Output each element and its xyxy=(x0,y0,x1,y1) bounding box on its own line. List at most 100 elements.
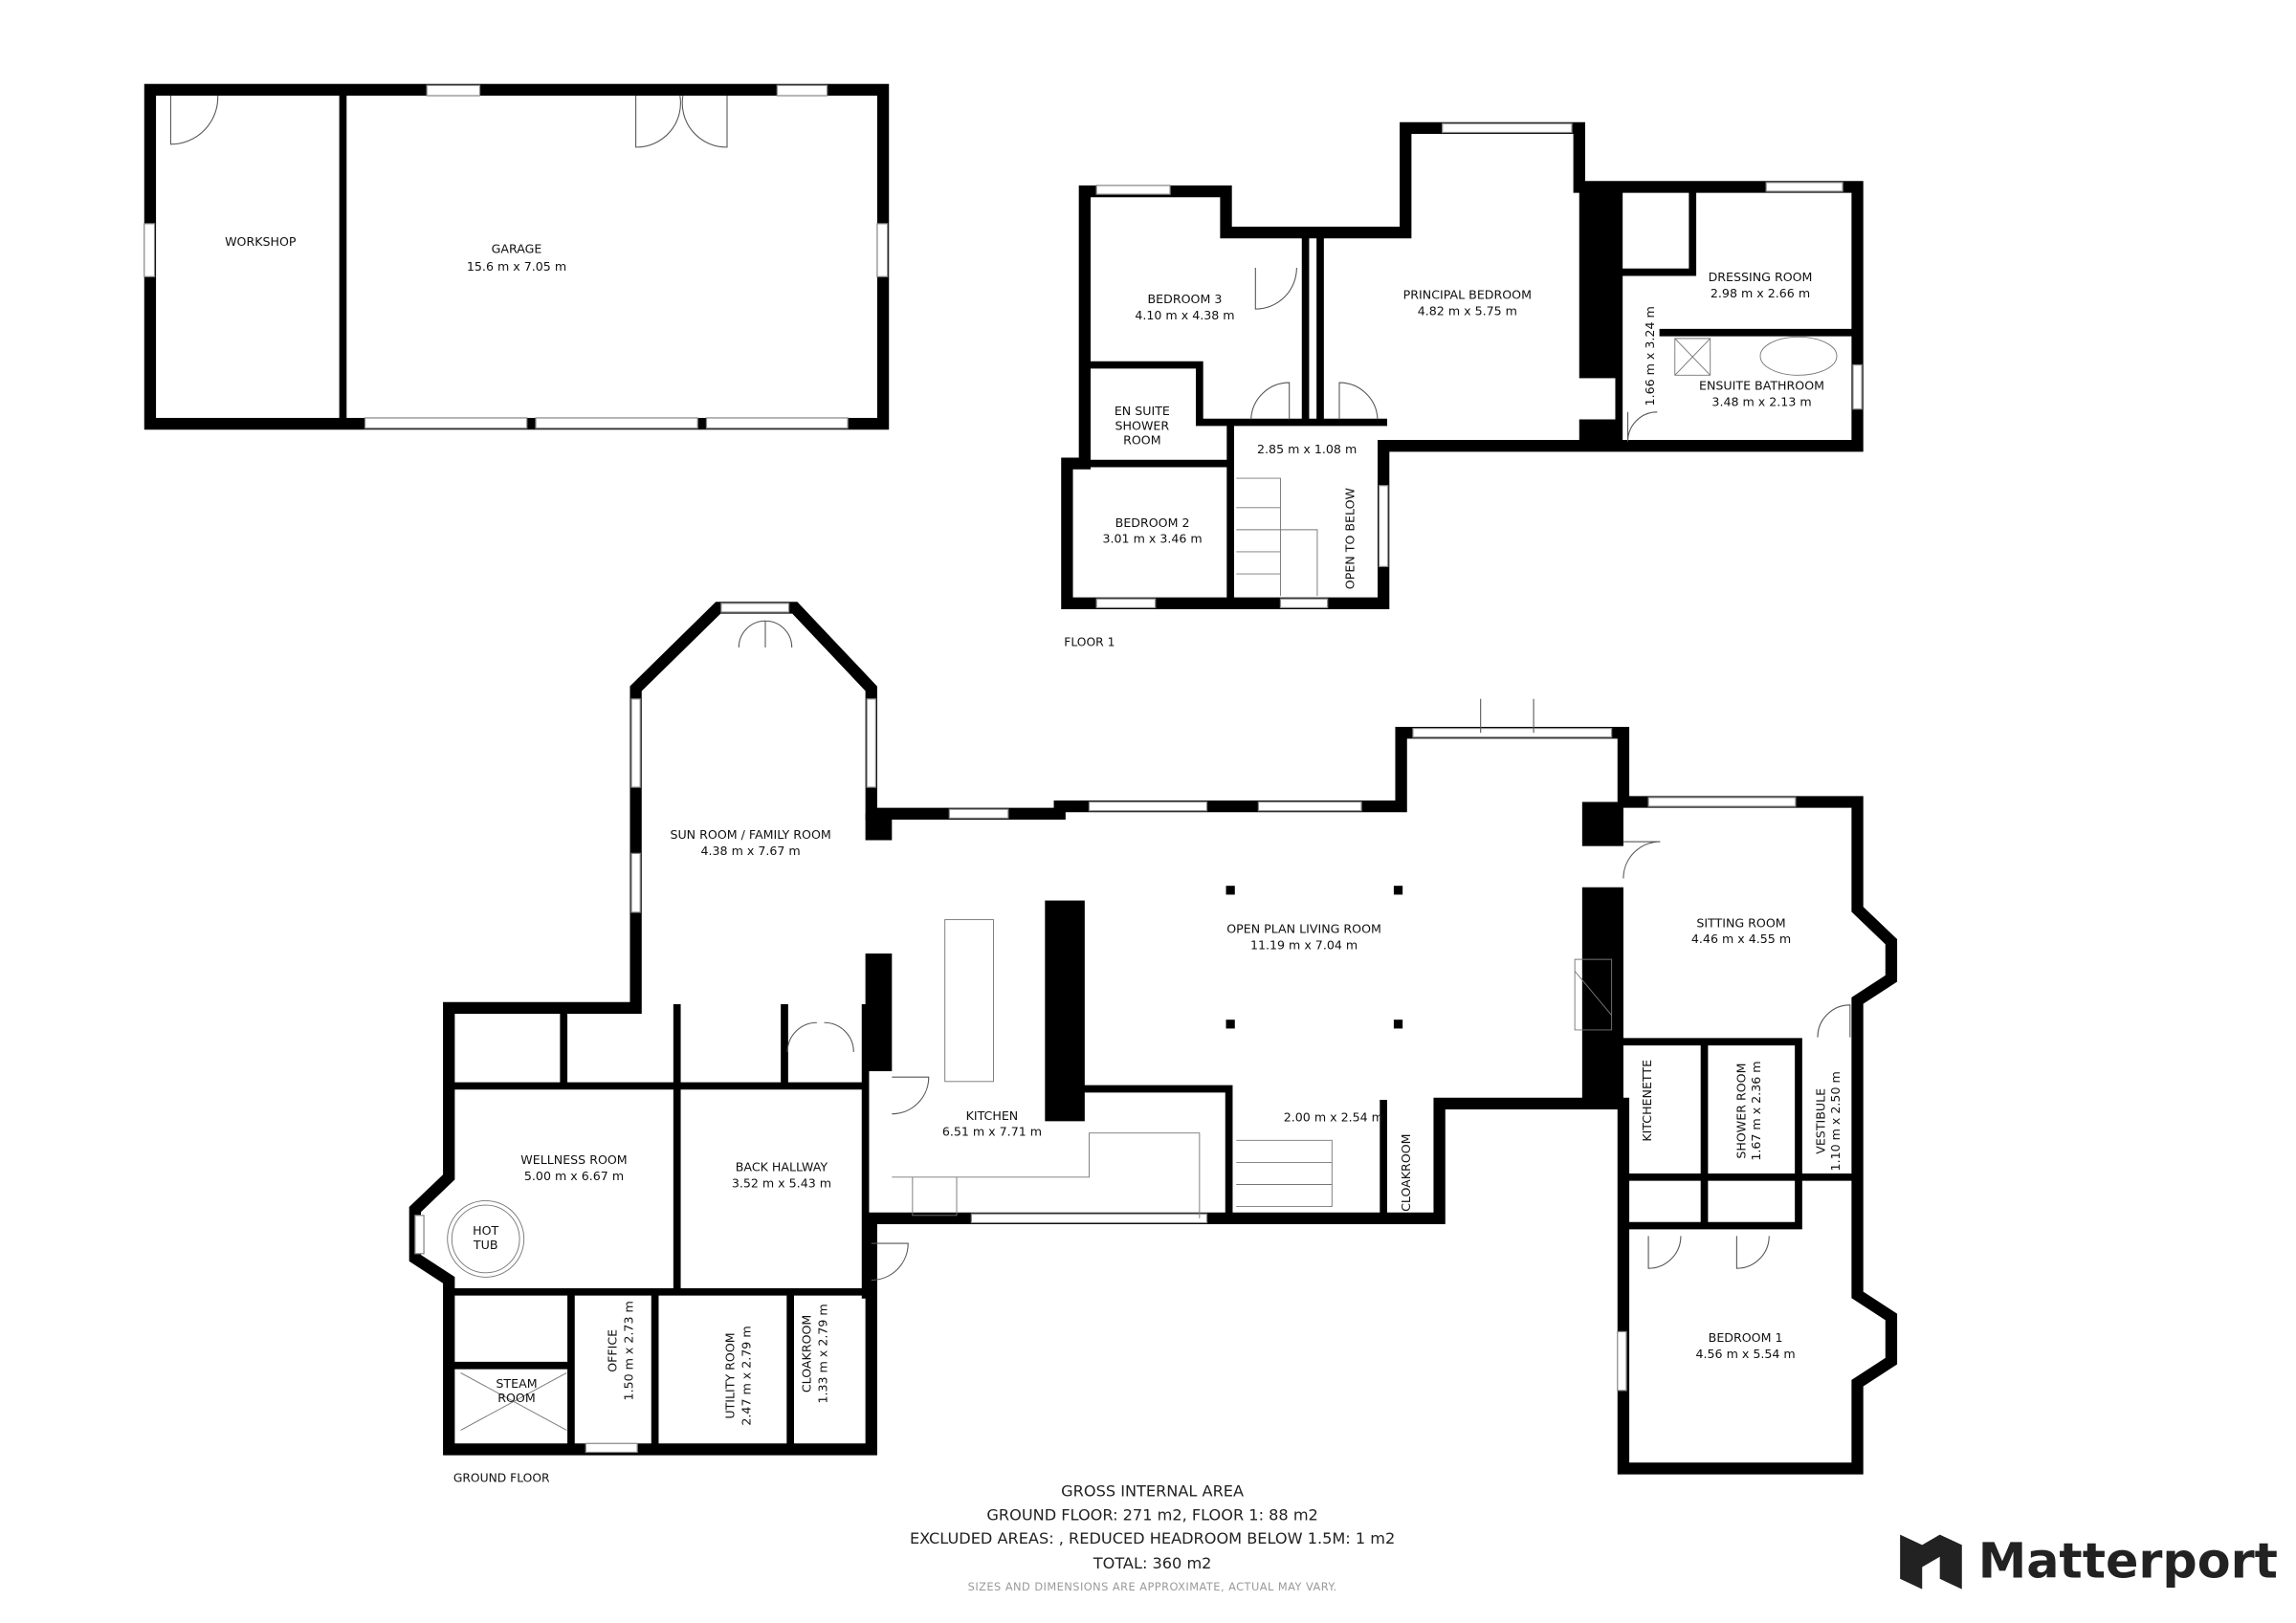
summary-floors: GROUND FLOOR: 271 m2, FLOOR 1: 88 m2 xyxy=(986,1505,1317,1524)
hot-tub-label-2: TUB xyxy=(473,1238,498,1252)
window xyxy=(970,1213,1208,1224)
wellness-room-label: WELLNESS ROOM xyxy=(520,1152,627,1167)
window xyxy=(1647,797,1797,807)
bedroom1-label: BEDROOM 1 xyxy=(1709,1330,1783,1345)
fireplace xyxy=(1574,958,1613,1031)
bedroom2-size: 3.01 m x 3.46 m xyxy=(1103,532,1203,546)
window xyxy=(876,223,889,277)
door xyxy=(1338,382,1379,420)
utility-room-label: UTILITY ROOM xyxy=(723,1332,738,1418)
door xyxy=(169,96,219,145)
window xyxy=(1088,801,1208,812)
workshop-label: WORKSHOP xyxy=(225,234,297,249)
floor1-outer-walls xyxy=(1061,121,1864,609)
landing-size: 2.85 m x 1.08 m xyxy=(1257,442,1357,456)
kitchen-island xyxy=(944,919,994,1083)
shower-room-size: 1.67 m x 2.36 m xyxy=(1749,1061,1763,1160)
steam-room-label-2: ROOM xyxy=(497,1391,536,1405)
ground-floor-label: GROUND FLOOR xyxy=(453,1471,550,1484)
pillar xyxy=(865,813,893,841)
summary-title: GROSS INTERNAL AREA xyxy=(1061,1482,1244,1501)
back-hallway-size: 3.52 m x 5.43 m xyxy=(732,1176,831,1191)
outbuilding: WORKSHOP GARAGE 15.6 m x 7.05 m xyxy=(144,83,890,430)
wellness-room-size: 5.00 m x 6.67 m xyxy=(524,1169,624,1183)
back-hallway-label: BACK HALLWAY xyxy=(736,1160,828,1174)
window xyxy=(1765,182,1843,192)
window xyxy=(426,84,481,97)
back-cloakroom-size: 1.33 m x 2.79 m xyxy=(816,1304,830,1403)
door xyxy=(892,1076,930,1115)
bedroom3-label: BEDROOM 3 xyxy=(1148,292,1223,306)
matterport-wordmark: Matterport xyxy=(1978,1532,2278,1589)
sunroom-size: 4.38 m x 7.67 m xyxy=(701,844,801,858)
window xyxy=(630,852,641,913)
principal-bedroom-size: 4.82 m x 5.75 m xyxy=(1418,303,1517,318)
window xyxy=(144,223,156,277)
chimney xyxy=(1581,801,1623,846)
kitchen-size: 6.51 m x 7.71 m xyxy=(942,1125,1042,1139)
window xyxy=(1617,1330,1627,1392)
living-room-size: 11.19 m x 7.04 m xyxy=(1250,937,1358,952)
window xyxy=(630,698,641,788)
french-doors xyxy=(1480,698,1534,734)
cloakroom-label: CLOAKROOM xyxy=(1399,1133,1413,1211)
hall-size: 2.00 m x 2.54 m xyxy=(1284,1109,1383,1124)
door xyxy=(1623,841,1661,879)
pillar xyxy=(865,953,893,1072)
ground-internal-walls xyxy=(445,1004,1862,1454)
window xyxy=(776,84,828,97)
door xyxy=(1254,268,1297,310)
vestibule-size: 1.10 m x 2.50 m xyxy=(1828,1071,1843,1171)
window xyxy=(866,698,877,788)
floor1-internal-walls xyxy=(1063,183,1862,607)
french-doors xyxy=(720,603,790,613)
summary-total: TOTAL: 360 m2 xyxy=(1093,1554,1212,1572)
matterport-logo-icon xyxy=(1900,1534,1962,1590)
open-to-below-label: OPEN TO BELOW xyxy=(1342,488,1357,590)
door xyxy=(871,1242,909,1282)
ensuite-shower-label-2: SHOWER xyxy=(1115,418,1170,432)
floor-1: BEDROOM 3 4.10 m x 4.38 m PRINCIPAL BEDR… xyxy=(1061,121,1864,648)
chimney xyxy=(1581,887,1623,1104)
hot-tub-inner xyxy=(451,1204,520,1274)
window xyxy=(1442,122,1573,134)
principal-bedroom-label: PRINCIPAL BEDROOM xyxy=(1403,287,1532,301)
office-size: 1.50 m x 2.73 m xyxy=(622,1301,636,1400)
shower-tray xyxy=(1674,338,1711,376)
staircase xyxy=(1236,1139,1333,1208)
hot-tub-label-1: HOT xyxy=(473,1223,498,1238)
dressing-room-label: DRESSING ROOM xyxy=(1709,270,1813,284)
bedroom1-size: 4.56 m x 5.54 m xyxy=(1696,1347,1796,1361)
shower-room-label: SHOWER ROOM xyxy=(1734,1064,1749,1159)
steam-room-cross xyxy=(460,1372,567,1431)
sunroom-label: SUN ROOM / FAMILY ROOM xyxy=(670,827,830,842)
kitchen-wall xyxy=(1045,900,1085,1122)
window xyxy=(1852,363,1863,410)
column-markers xyxy=(1225,886,1403,1029)
ensuite-bathroom-size: 3.48 m x 2.13 m xyxy=(1711,395,1811,409)
window xyxy=(948,808,1009,820)
bedroom2-label: BEDROOM 2 xyxy=(1115,515,1190,530)
garage-door xyxy=(364,417,528,429)
kitchenette-label: KITCHENETTE xyxy=(1640,1060,1654,1142)
ensuite-bathroom-label: ENSUITE BATHROOM xyxy=(1699,379,1824,393)
window xyxy=(1257,801,1362,812)
door xyxy=(1647,1236,1770,1269)
double-door xyxy=(738,620,793,647)
bedroom3-size: 4.10 m x 4.38 m xyxy=(1135,308,1234,322)
matterport-logo: Matterport xyxy=(1900,1532,2278,1590)
utility-room-size: 2.47 m x 2.79 m xyxy=(740,1326,754,1425)
garage-label: GARAGE xyxy=(492,242,542,256)
window xyxy=(1412,727,1613,738)
chimney xyxy=(1578,186,1620,379)
garage-door xyxy=(705,417,849,429)
double-door xyxy=(786,1021,854,1053)
window xyxy=(1378,485,1389,567)
bathtub xyxy=(1759,336,1838,376)
door xyxy=(1250,382,1291,420)
outbuilding-walls xyxy=(144,83,890,430)
floor1-label: FLOOR 1 xyxy=(1064,635,1115,648)
kitchen-label: KITCHEN xyxy=(966,1108,1019,1123)
disclaimer: SIZES AND DIMENSIONS ARE APPROXIMATE, AC… xyxy=(968,1580,1337,1593)
